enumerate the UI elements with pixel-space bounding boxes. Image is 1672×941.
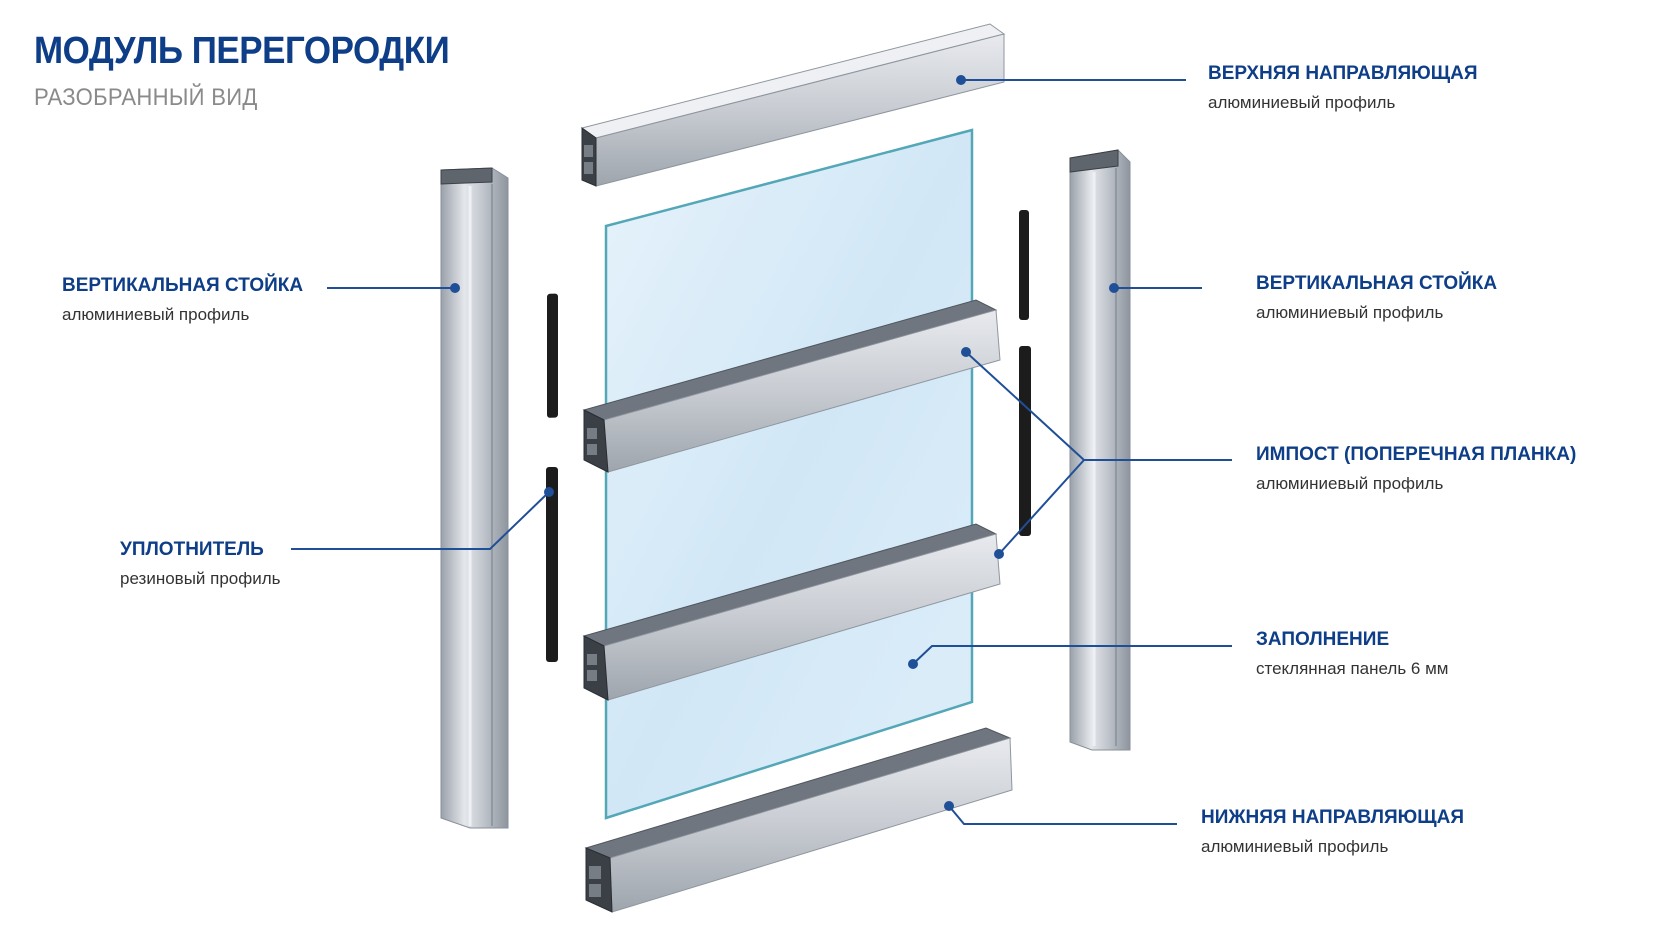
callout-transom-desc: алюминиевый профиль — [1256, 473, 1444, 493]
callout-left-post: ВЕРТИКАЛЬНАЯ СТОЙКА алюминиевый профиль — [62, 274, 303, 325]
callout-seal: УПЛОТНИТЕЛЬ резиновый профиль — [120, 538, 281, 589]
transom-upper — [582, 299, 1001, 473]
callout-infill-name: ЗАПОЛНЕНИЕ — [1256, 629, 1390, 650]
callout-seal-desc: резиновый профиль — [120, 568, 281, 588]
left-vertical-post — [440, 167, 509, 829]
callout-transom-name: ИМПОСТ (ПОПЕРЕЧНАЯ ПЛАНКА) — [1256, 444, 1577, 465]
callout-right-post: ВЕРТИКАЛЬНАЯ СТОЙКА алюминиевый профиль — [1256, 272, 1497, 323]
glass-panel — [604, 128, 974, 820]
callout-bottom-rail-name: НИЖНЯЯ НАПРАВЛЯЮЩАЯ — [1201, 807, 1465, 828]
page-subtitle: РАЗОБРАННЫЙ ВИД — [34, 84, 258, 111]
callout-right-post-name: ВЕРТИКАЛЬНАЯ СТОЙКА — [1256, 273, 1498, 294]
callout-infill: ЗАПОЛНЕНИЕ стеклянная панель 6 мм — [1256, 628, 1448, 679]
callout-left-post-name: ВЕРТИКАЛЬНАЯ СТОЙКА — [62, 275, 304, 296]
callout-bottom-rail: НИЖНЯЯ НАПРАВЛЯЮЩАЯ алюминиевый профиль — [1201, 806, 1464, 857]
callout-top-rail-name: ВЕРХНЯЯ НАПРАВЛЯЮЩАЯ — [1208, 63, 1478, 84]
leader-lines — [291, 79, 1232, 825]
leader-dots — [450, 75, 1119, 811]
callout-seal-name: УПЛОТНИТЕЛЬ — [120, 539, 264, 560]
callout-top-rail: ВЕРХНЯЯ НАПРАВЛЯЮЩАЯ алюминиевый профиль — [1208, 62, 1477, 113]
right-vertical-post — [1069, 149, 1131, 751]
bottom-rail-profile — [584, 727, 1013, 913]
callout-top-rail-desc: алюминиевый профиль — [1208, 92, 1396, 112]
top-rail-profile — [580, 23, 1006, 187]
transom-lower — [582, 523, 1001, 701]
page-title: МОДУЛЬ ПЕРЕГОРОДКИ — [34, 30, 450, 72]
callout-transom: ИМПОСТ (ПОПЕРЕЧНАЯ ПЛАНКА) алюминиевый п… — [1256, 443, 1576, 494]
callout-left-post-desc: алюминиевый профиль — [62, 304, 250, 324]
callout-bottom-rail-desc: алюминиевый профиль — [1201, 836, 1389, 856]
seal-strips — [546, 210, 1031, 662]
callout-right-post-desc: алюминиевый профиль — [1256, 302, 1444, 322]
callout-infill-desc: стеклянная панель 6 мм — [1256, 658, 1449, 678]
